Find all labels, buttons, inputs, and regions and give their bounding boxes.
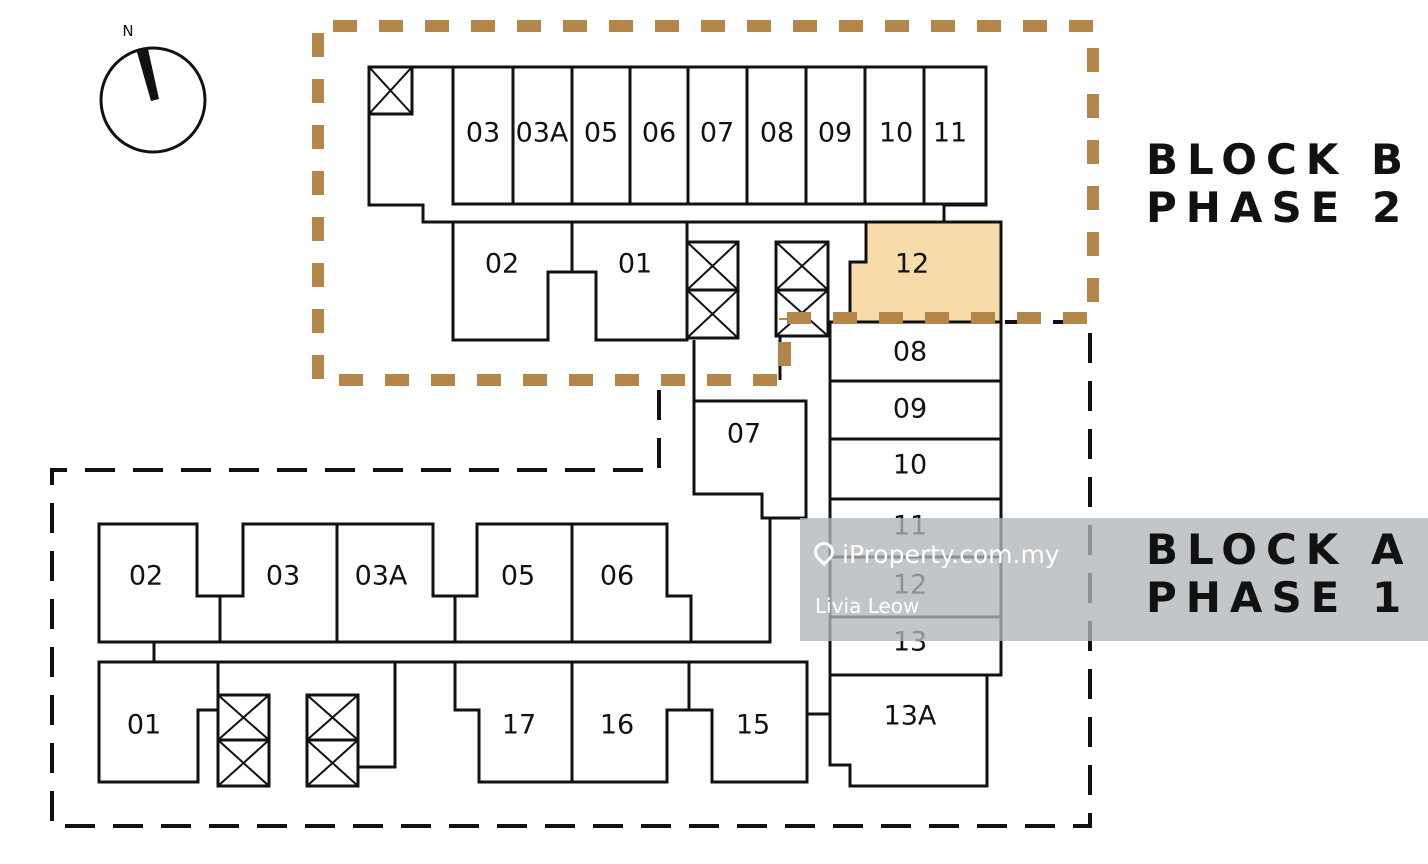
- block-a-unit-07-label: 07: [727, 419, 761, 450]
- block-b-unit-03a[interactable]: 03A: [511, 65, 574, 206]
- block-b-unit-02[interactable]: 02: [451, 220, 574, 342]
- block-a-unit-13a-label: 13A: [884, 701, 937, 732]
- block-b-unit-02-label: 02: [485, 249, 519, 280]
- block-a-corridor-edge: [691, 518, 772, 644]
- block-b-unit-03[interactable]: 03: [451, 65, 515, 206]
- block-a-unit-17[interactable]: 17: [453, 660, 574, 784]
- block-b-unit-06-label: 06: [642, 118, 676, 149]
- block-a-unit-03a[interactable]: 03A: [335, 522, 457, 644]
- block-b-unit-10-label: 10: [879, 118, 913, 149]
- block-a-unit-03-label: 03: [266, 561, 300, 592]
- block-b-unit-05[interactable]: 05: [570, 65, 632, 206]
- block-a-unit-06[interactable]: 06: [570, 522, 693, 644]
- block-a-unit-15[interactable]: 15: [687, 660, 809, 784]
- location-pin-icon: [809, 537, 839, 567]
- block-b-unit-12-highlighted[interactable]: 12: [848, 220, 1003, 324]
- block-b-unit-11[interactable]: 11: [922, 65, 988, 206]
- block-a-title: BLOCK A PHASE 1: [1146, 526, 1412, 622]
- block-b-lift-2: [774, 240, 830, 338]
- block-b-unit-09-label: 09: [818, 118, 852, 149]
- block-a-unit-13a[interactable]: 13A: [828, 673, 989, 788]
- block-a-unit-16[interactable]: 16: [570, 660, 691, 784]
- block-b-unit-09[interactable]: 09: [804, 65, 867, 206]
- block-a-unit-09[interactable]: 09: [828, 379, 1003, 441]
- block-b: 03 03A 05 06 07 08 09 10 11 02 01: [367, 65, 1003, 520]
- block-a-unit-01[interactable]: 01: [97, 660, 220, 784]
- watermark-site-text: iProperty.com.my: [842, 540, 1060, 569]
- block-a-unit-15-label: 15: [736, 710, 770, 741]
- block-a-unit-01-label: 01: [127, 710, 161, 741]
- block-a-unit-08[interactable]: 08: [828, 320, 1003, 383]
- block-a-unit-02-label: 02: [129, 561, 163, 592]
- block-a-unit-17-label: 17: [502, 710, 536, 741]
- block-b-unit-03a-label: 03A: [516, 118, 569, 149]
- block-b-unit-07[interactable]: 07: [686, 65, 749, 206]
- block-a-lift-1: [216, 693, 271, 788]
- block-b-unit-12-label: 12: [895, 249, 929, 280]
- block-a-unit-02[interactable]: 02: [97, 522, 222, 644]
- block-a-title-line1: BLOCK A: [1146, 525, 1413, 574]
- block-b-unit-07-label: 07: [700, 118, 734, 149]
- watermark-agent: Livia Leow: [815, 594, 920, 618]
- block-a-unit-05-label: 05: [501, 561, 535, 592]
- block-a-unit-09-label: 09: [893, 394, 927, 425]
- block-b-unit-01-label: 01: [618, 249, 652, 280]
- block-a-unit-07[interactable]: 07: [692, 399, 808, 520]
- block-b-title-line2: PHASE 2: [1146, 183, 1411, 232]
- block-b-unit-08[interactable]: 08: [745, 65, 808, 206]
- block-a-unit-05[interactable]: 05: [453, 522, 574, 644]
- block-a-unit-06-label: 06: [600, 561, 634, 592]
- block-b-unit-03-label: 03: [466, 118, 500, 149]
- block-a-core-edge-right: [358, 662, 397, 769]
- block-b-lift-1: [685, 240, 740, 340]
- watermark-banner: iProperty.com.my Livia Leow: [800, 518, 1428, 641]
- compass-north-label: N: [122, 22, 133, 40]
- block-a-title-line2: PHASE 1: [1146, 573, 1411, 622]
- block-b-unit-10[interactable]: 10: [863, 65, 926, 206]
- block-b-unit-05-label: 05: [584, 118, 618, 149]
- block-b-title-line1: BLOCK B: [1146, 135, 1412, 184]
- block-a-unit-03a-label: 03A: [355, 561, 408, 592]
- compass-north-icon: N: [99, 22, 207, 154]
- watermark-site: iProperty.com.my: [809, 537, 1060, 569]
- block-a-unit-10-label: 10: [893, 450, 927, 481]
- block-b-title: BLOCK B PHASE 2: [1146, 136, 1412, 232]
- block-b-unit-08-label: 08: [760, 118, 794, 149]
- block-b-unit-01[interactable]: 01: [570, 220, 689, 342]
- block-a-lift-2: [305, 693, 360, 788]
- block-a-unit-16-label: 16: [600, 710, 634, 741]
- block-a-unit-03[interactable]: 03: [218, 522, 339, 644]
- block-a-unit-08-label: 08: [893, 337, 927, 368]
- block-a-unit-10[interactable]: 10: [828, 437, 1003, 501]
- block-b-small-lift: [367, 65, 414, 116]
- block-b-unit-06[interactable]: 06: [628, 65, 690, 206]
- block-b-unit-11-label: 11: [933, 118, 967, 149]
